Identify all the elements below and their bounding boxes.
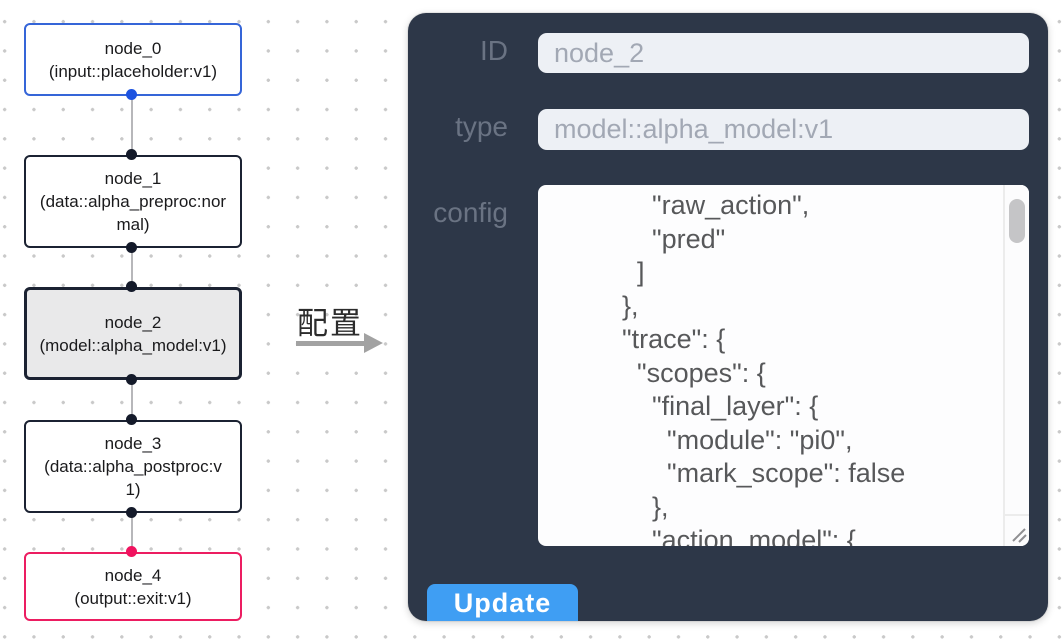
id-field-label: ID xyxy=(480,35,508,66)
node-node_0[interactable]: node_0 (input::placeholder:v1) xyxy=(24,23,242,96)
edge-node2-node3 xyxy=(131,380,133,420)
type-field-label: type xyxy=(455,111,508,142)
node-type-label: (output::exit:v1) xyxy=(74,588,192,608)
node-type-label: (data::alpha_postproc:v1) xyxy=(44,457,222,499)
node-node_4[interactable]: node_4 (output::exit:v1) xyxy=(24,552,242,621)
configure-label: 配置 xyxy=(297,306,363,341)
textarea-resize-grip[interactable] xyxy=(1003,514,1029,546)
config-scrollbar-thumb[interactable] xyxy=(1009,199,1025,243)
node-title: node_1 xyxy=(104,169,162,188)
node-type-label: (input::placeholder:v1) xyxy=(48,61,218,81)
port-node3-out[interactable] xyxy=(126,507,137,518)
resize-grip-icon xyxy=(1012,528,1027,543)
edge-node0-node1 xyxy=(131,95,133,155)
node-title: node_2 xyxy=(104,312,162,332)
right-arrow-head-icon xyxy=(364,333,383,353)
node-title: node_3 xyxy=(104,434,162,453)
port-node3-in[interactable] xyxy=(126,414,137,425)
port-node4-in[interactable] xyxy=(126,546,137,557)
type-input[interactable] xyxy=(538,109,1029,150)
port-node0-out[interactable] xyxy=(126,89,137,100)
port-node1-out[interactable] xyxy=(126,242,137,253)
node-title: node_0 xyxy=(104,38,162,58)
id-input[interactable] xyxy=(538,33,1029,73)
node-title: node_4 xyxy=(104,565,162,585)
config-json-text[interactable]: "raw_action", "pred" ] }, "trace": { "sc… xyxy=(622,190,906,546)
config-field-label: config xyxy=(433,197,508,228)
node-type-label: (data::alpha_preproc:normal) xyxy=(39,192,227,234)
node-node_3[interactable]: node_3 (data::alpha_postproc:v1) xyxy=(24,420,242,513)
port-node1-in[interactable] xyxy=(126,149,137,160)
node-type-label: (model::alpha_model:v1) xyxy=(39,335,227,355)
right-arrow-icon xyxy=(296,341,368,346)
node-node_1[interactable]: node_1 (data::alpha_preproc:normal) xyxy=(24,155,242,248)
config-scrollbar-track[interactable] xyxy=(1003,185,1029,514)
edge-node3-node4 xyxy=(131,513,133,552)
update-button[interactable]: Update xyxy=(427,584,578,621)
edge-node1-node2 xyxy=(131,248,133,287)
port-node2-out[interactable] xyxy=(126,374,137,385)
node-config-panel: ID type config "raw_action", "pred" ] },… xyxy=(408,13,1048,621)
port-node2-in[interactable] xyxy=(126,281,137,292)
config-textarea[interactable]: "raw_action", "pred" ] }, "trace": { "sc… xyxy=(538,185,1029,546)
node-node_2[interactable]: node_2 (model::alpha_model:v1) xyxy=(24,287,242,380)
